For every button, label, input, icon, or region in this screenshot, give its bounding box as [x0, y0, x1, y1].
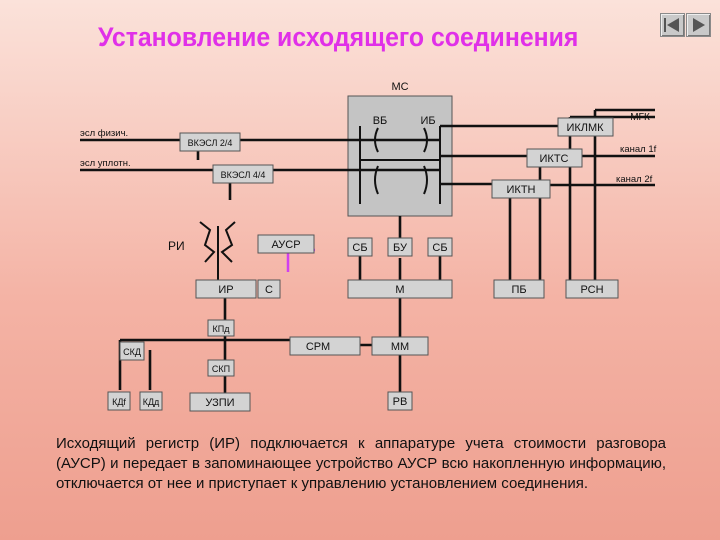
rsn-box — [565, 279, 619, 299]
sb1-box — [347, 237, 373, 257]
iktn-label: ИКТН — [507, 184, 536, 196]
iktc-box — [526, 148, 583, 168]
vkesl44-label: ВКЭСЛ 4/4 — [221, 170, 266, 180]
description-text: Исходящий регистр (ИР) подключается к ап… — [56, 435, 666, 492]
m-box — [347, 279, 453, 299]
pb-label: ПБ — [511, 284, 526, 296]
kdd-box — [139, 391, 163, 411]
next-slide-button[interactable] — [686, 13, 711, 37]
ri-label: РИ — [168, 239, 185, 253]
switching-diagram: МС ВБ ИБ ИКЛМК МГК канал 1f ИКТС канал 2… — [80, 81, 657, 412]
ib-label: ИБ — [420, 115, 435, 127]
skd-label: СКД — [123, 347, 141, 357]
bu-label: БУ — [393, 242, 408, 254]
vkesl24-box — [179, 132, 241, 152]
pb-box — [493, 279, 545, 299]
sb1-label: СБ — [352, 242, 367, 254]
slide-title: Установление исходящего соединения — [98, 22, 579, 52]
c-label: С — [265, 284, 273, 296]
mgk-label: МГК — [630, 112, 650, 123]
ms-label: МС — [391, 81, 408, 93]
rv-box — [387, 391, 413, 411]
kdf-label: КДf — [112, 397, 126, 407]
srm-label: СРМ — [306, 341, 330, 353]
skp-box — [207, 359, 235, 377]
mm-box — [371, 336, 429, 356]
central-switch-field — [347, 95, 453, 217]
kpd-box — [207, 319, 235, 337]
kanal1-label: канал 1f — [620, 144, 657, 155]
vkesl44-box — [212, 164, 274, 184]
prev-slide-button[interactable] — [660, 13, 685, 37]
sb2-box — [427, 237, 453, 257]
iklmk-box — [557, 117, 614, 137]
ir-label: ИР — [218, 284, 233, 296]
iktn-box — [491, 179, 551, 199]
ausr-label: АУСР — [271, 239, 300, 251]
play-reverse-icon — [664, 18, 679, 32]
uzpi-label: УЗПИ — [205, 397, 234, 409]
vb-label: ВБ — [373, 115, 388, 127]
play-icon — [693, 18, 705, 32]
ri-switch-contacts — [199, 221, 236, 280]
kpd-label: КПд — [213, 324, 231, 334]
ausr-box — [257, 234, 315, 254]
iktc-label: ИКТС — [540, 153, 569, 165]
vkesl24-label: ВКЭСЛ 2/4 — [188, 138, 233, 148]
skp-label: СКП — [212, 364, 230, 374]
kanal2-label: канал 2f — [616, 174, 653, 185]
m-label: М — [395, 284, 404, 296]
rsn-label: РСН — [580, 284, 603, 296]
kdd-label: КДд — [143, 397, 160, 407]
sb2-label: СБ — [432, 242, 447, 254]
skd-box — [119, 341, 145, 361]
ir-box — [195, 279, 257, 299]
iklmk-label: ИКЛМК — [566, 122, 604, 134]
kdf-box — [107, 391, 131, 411]
bu-box — [387, 237, 413, 257]
srm-box — [289, 336, 361, 356]
uzpi-box — [189, 392, 251, 412]
mm-label: ММ — [391, 341, 409, 353]
esl-fiz-label: эсл физич. — [80, 128, 128, 139]
rv-label: РВ — [393, 396, 408, 408]
c-box — [257, 279, 281, 299]
esl-uplotn-label: эсл уплотн. — [80, 158, 131, 169]
